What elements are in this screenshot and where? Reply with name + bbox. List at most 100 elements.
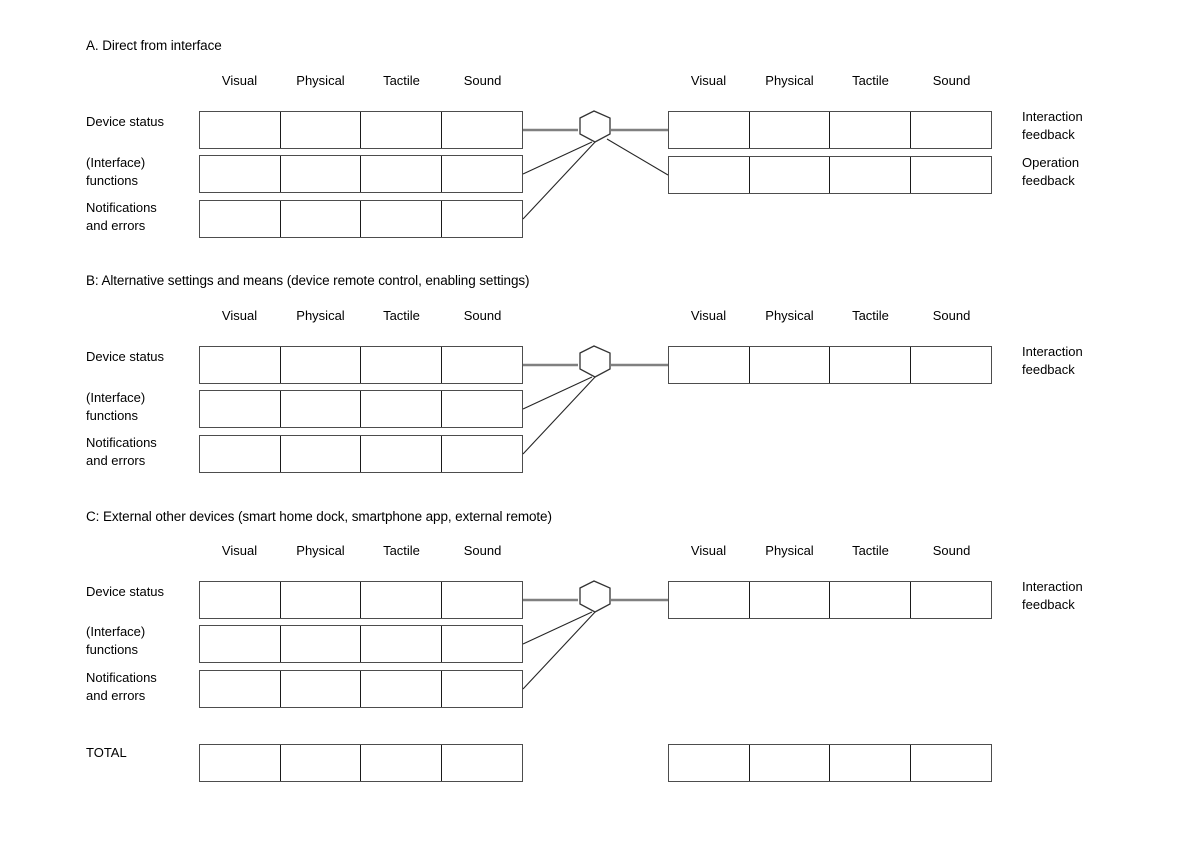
cell-tactile[interactable] xyxy=(361,391,442,427)
section-c-hexagon-hub xyxy=(579,580,611,613)
cell-sound[interactable] xyxy=(441,112,522,148)
cell-sound[interactable] xyxy=(910,582,991,618)
cell-visual[interactable] xyxy=(669,745,750,781)
cell-tactile[interactable] xyxy=(361,745,442,781)
section-c-row-label-notifications-errors: Notifications and errors xyxy=(86,669,157,705)
section-a-right-row-operation-feedback[interactable] xyxy=(668,156,992,194)
cell-physical[interactable] xyxy=(280,626,361,662)
section-c-right-header-visual: Visual xyxy=(690,543,727,558)
section-c-left-row-device-status[interactable] xyxy=(199,581,523,619)
total-right-row[interactable] xyxy=(668,744,992,782)
cell-visual[interactable] xyxy=(200,626,281,662)
section-c-right-header-physical: Physical xyxy=(765,543,814,558)
section-b-link-notifications-to-hub xyxy=(522,375,597,455)
cell-tactile[interactable] xyxy=(830,347,911,383)
total-left-row[interactable] xyxy=(199,744,523,782)
section-a-left-row-device-status[interactable] xyxy=(199,111,523,149)
cell-sound[interactable] xyxy=(441,582,522,618)
label-line-2: and errors xyxy=(86,688,146,703)
cell-tactile[interactable] xyxy=(361,626,442,662)
cell-visual[interactable] xyxy=(200,436,281,472)
section-a-right-row-interaction-feedback[interactable] xyxy=(668,111,992,149)
section-b-title: B: Alternative settings and means (devic… xyxy=(86,273,530,288)
cell-physical[interactable] xyxy=(749,582,830,618)
cell-physical[interactable] xyxy=(749,157,830,193)
cell-tactile[interactable] xyxy=(361,436,442,472)
cell-tactile[interactable] xyxy=(830,157,911,193)
cell-physical[interactable] xyxy=(280,391,361,427)
section-a-left-row-interface-functions[interactable] xyxy=(199,155,523,193)
cell-sound[interactable] xyxy=(441,391,522,427)
cell-visual[interactable] xyxy=(200,671,281,707)
cell-sound[interactable] xyxy=(910,112,991,148)
cell-visual[interactable] xyxy=(669,157,750,193)
cell-visual[interactable] xyxy=(200,582,281,618)
cell-physical[interactable] xyxy=(749,745,830,781)
cell-physical[interactable] xyxy=(280,347,361,383)
section-c-right-label-interaction-feedback: Interaction feedback xyxy=(1022,578,1083,614)
cell-visual[interactable] xyxy=(200,156,281,192)
cell-tactile[interactable] xyxy=(830,745,911,781)
cell-physical[interactable] xyxy=(280,671,361,707)
cell-physical[interactable] xyxy=(280,582,361,618)
section-c-left-row-notifications-errors[interactable] xyxy=(199,670,523,708)
cell-visual[interactable] xyxy=(200,391,281,427)
cell-visual[interactable] xyxy=(669,347,750,383)
cell-physical[interactable] xyxy=(280,436,361,472)
section-c-left-row-interface-functions[interactable] xyxy=(199,625,523,663)
cell-tactile[interactable] xyxy=(361,671,442,707)
cell-sound[interactable] xyxy=(910,157,991,193)
label-line-2: feedback xyxy=(1022,597,1075,612)
section-c-right-row-interaction-feedback[interactable] xyxy=(668,581,992,619)
cell-tactile[interactable] xyxy=(361,201,442,237)
label-line-2: functions xyxy=(86,642,139,657)
section-b-right-row-interaction-feedback[interactable] xyxy=(668,346,992,384)
cell-tactile[interactable] xyxy=(830,582,911,618)
cell-sound[interactable] xyxy=(910,745,991,781)
cell-visual[interactable] xyxy=(200,347,281,383)
cell-physical[interactable] xyxy=(280,156,361,192)
section-a-link-interface-functions-to-hub xyxy=(522,141,593,175)
cell-sound[interactable] xyxy=(441,436,522,472)
section-a-left-header-visual: Visual xyxy=(221,73,258,88)
cell-sound[interactable] xyxy=(441,201,522,237)
cell-tactile[interactable] xyxy=(361,582,442,618)
cell-physical[interactable] xyxy=(280,112,361,148)
cell-visual[interactable] xyxy=(200,201,281,237)
cell-physical[interactable] xyxy=(280,201,361,237)
cell-tactile[interactable] xyxy=(361,156,442,192)
section-b-left-row-notifications-errors[interactable] xyxy=(199,435,523,473)
cell-tactile[interactable] xyxy=(361,347,442,383)
section-b-left-header-physical: Physical xyxy=(296,308,345,323)
cell-sound[interactable] xyxy=(910,347,991,383)
label-line-1: Interaction xyxy=(1022,344,1083,359)
section-b-left-row-interface-functions[interactable] xyxy=(199,390,523,428)
section-b-left-header-visual: Visual xyxy=(221,308,258,323)
section-c-right-header-sound: Sound xyxy=(932,543,971,558)
section-a-hexagon-hub xyxy=(579,110,611,143)
section-c-left-header-visual: Visual xyxy=(221,543,258,558)
section-a-left-row-notifications-errors[interactable] xyxy=(199,200,523,238)
cell-sound[interactable] xyxy=(441,347,522,383)
cell-sound[interactable] xyxy=(441,671,522,707)
label-line-1: Device status xyxy=(86,114,165,129)
cell-visual[interactable] xyxy=(200,112,281,148)
label-line-2: functions xyxy=(86,408,139,423)
cell-visual[interactable] xyxy=(669,582,750,618)
cell-physical[interactable] xyxy=(280,745,361,781)
cell-visual[interactable] xyxy=(200,745,281,781)
section-c-left-header-physical: Physical xyxy=(296,543,345,558)
section-a-row-label-device-status: Device status xyxy=(86,113,164,131)
cell-tactile[interactable] xyxy=(830,112,911,148)
label-line-2: feedback xyxy=(1022,173,1075,188)
cell-physical[interactable] xyxy=(749,112,830,148)
section-b-left-header-tactile: Tactile xyxy=(383,308,420,323)
section-b-left-header-sound: Sound xyxy=(463,308,502,323)
cell-sound[interactable] xyxy=(441,156,522,192)
cell-tactile[interactable] xyxy=(361,112,442,148)
cell-physical[interactable] xyxy=(749,347,830,383)
cell-sound[interactable] xyxy=(441,745,522,781)
section-b-left-row-device-status[interactable] xyxy=(199,346,523,384)
cell-visual[interactable] xyxy=(669,112,750,148)
cell-sound[interactable] xyxy=(441,626,522,662)
